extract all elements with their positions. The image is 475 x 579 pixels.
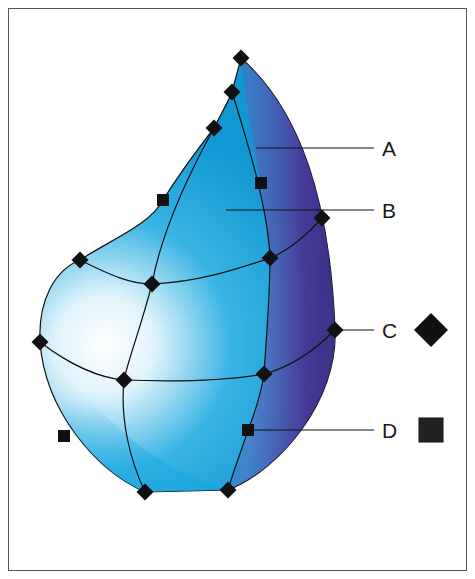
drop-shape [40,58,335,492]
frame [9,9,467,571]
mesh-lines [40,92,335,492]
leader-lines [226,148,374,430]
purple-shade [228,58,335,490]
callout-letter: A [382,138,396,159]
legend-symbols [414,313,448,442]
callout-letter: C [382,320,397,341]
anchor-points [32,50,344,501]
bottom-shade [40,342,228,492]
callout-letter: D [382,420,397,441]
callout-letter: B [382,200,396,221]
